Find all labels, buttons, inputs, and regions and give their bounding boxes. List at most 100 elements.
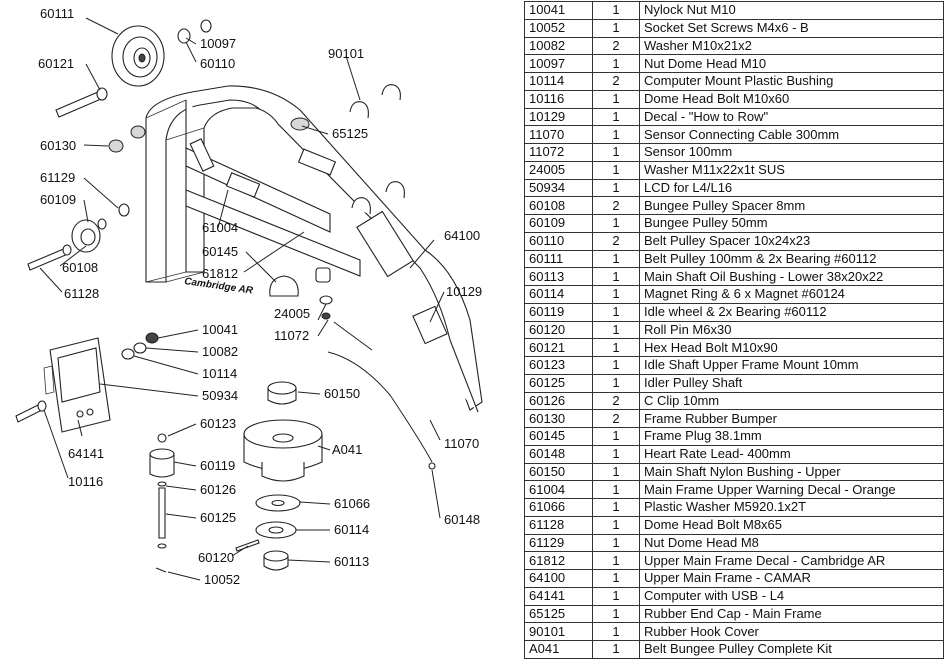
callout-60119: 60119 — [200, 458, 235, 473]
callout-60121: 60121 — [38, 56, 74, 71]
description-cell: LCD for L4/L16 — [639, 178, 944, 198]
quantity-cell: 1 — [592, 569, 640, 588]
callout-60120: 60120 — [198, 550, 234, 565]
callout-61129: 61129 — [40, 170, 75, 185]
callout-10097: 10097 — [200, 36, 236, 51]
callout-labels: 6011160121601306112960109601086112810097… — [38, 6, 482, 587]
callout-10114: 10114 — [202, 366, 237, 381]
part-number-cell: 64100 — [524, 569, 593, 588]
quantity-cell: 1 — [592, 18, 640, 38]
quantity-cell: 1 — [592, 89, 640, 109]
part-number-cell: 10097 — [524, 54, 593, 73]
description-cell: Nut Dome Head M8 — [639, 533, 944, 553]
part-number-cell: 10041 — [524, 1, 593, 20]
quantity-cell: 2 — [592, 409, 640, 428]
description-cell: Frame Plug 38.1mm — [639, 427, 944, 446]
description-cell: Washer M10x21x2 — [639, 36, 944, 56]
description-cell: Upper Main Frame Decal - Cambridge AR — [639, 551, 944, 570]
quantity-cell: 1 — [592, 604, 640, 624]
part-number-cell: 60126 — [524, 391, 593, 411]
description-cell: Frame Rubber Bumper — [639, 409, 944, 428]
quantity-cell: 1 — [592, 178, 640, 198]
quantity-cell: 2 — [592, 36, 640, 56]
description-cell: Rubber End Cap - Main Frame — [639, 604, 944, 624]
callout-50934: 50934 — [202, 388, 238, 403]
part-number-cell: 50934 — [524, 178, 593, 198]
description-cell: Dome Head Bolt M8x65 — [639, 515, 944, 535]
part-number-cell: A041 — [524, 640, 593, 659]
description-cell: Main Frame Upper Warning Decal - Orange — [639, 480, 944, 499]
sensor-cables — [327, 321, 436, 470]
callout-60110: 60110 — [200, 56, 235, 71]
quantity-cell: 1 — [592, 480, 640, 499]
callout-60130: 60130 — [40, 138, 76, 153]
description-cell: Idle wheel & 2x Bearing #60112 — [639, 302, 944, 322]
part-number-cell: 60114 — [524, 285, 593, 304]
callout-leaders — [39, 17, 445, 581]
description-cell: Sensor 100mm — [639, 143, 944, 162]
part-number-cell: 61129 — [524, 533, 593, 553]
quantity-cell: 1 — [592, 249, 640, 269]
quantity-cell: 1 — [592, 107, 640, 127]
part-number-cell: 60123 — [524, 356, 593, 375]
quantity-cell: 1 — [592, 320, 640, 340]
description-cell: Nylock Nut M10 — [639, 1, 944, 20]
part-number-cell: 60111 — [524, 249, 593, 269]
part-number-cell: 60120 — [524, 320, 593, 340]
part-number-cell: 10116 — [524, 89, 593, 109]
callout-11070: 11070 — [444, 436, 479, 451]
description-cell: Plastic Washer M5920.1x2T — [639, 498, 944, 517]
quantity-cell: 1 — [592, 338, 640, 357]
callout-60111: 60111 — [40, 6, 74, 21]
description-cell: Upper Main Frame - CAMAR — [639, 569, 944, 588]
part-number-cell: 60109 — [524, 214, 593, 233]
description-cell: Computer with USB - L4 — [639, 586, 944, 606]
callout-60113: 60113 — [334, 554, 369, 569]
part-number-cell: 11070 — [524, 125, 593, 144]
quantity-cell: 1 — [592, 498, 640, 517]
part-number-cell: 60119 — [524, 302, 593, 322]
description-cell: Dome Head Bolt M10x60 — [639, 89, 944, 109]
description-cell: Decal - "How to Row" — [639, 107, 944, 127]
callout-10129: 10129 — [446, 284, 482, 299]
callout-60125: 60125 — [200, 510, 236, 525]
part-number-cell: 10082 — [524, 36, 593, 56]
quantity-cell: 1 — [592, 462, 640, 482]
description-cell: Sensor Connecting Cable 300mm — [639, 125, 944, 144]
quantity-cell: 1 — [592, 586, 640, 606]
callout-60123: 60123 — [200, 416, 236, 431]
callout-11072: 11072 — [274, 328, 309, 343]
part-number-cell: 10052 — [524, 18, 593, 38]
quantity-cell: 1 — [592, 622, 640, 641]
quantity-cell: 1 — [592, 427, 640, 446]
computer-unit — [15, 332, 159, 433]
callout-61128: 61128 — [64, 286, 99, 301]
part-number-cell: 10114 — [524, 72, 593, 91]
quantity-cell: 1 — [592, 356, 640, 375]
callout-10041: 10041 — [202, 322, 238, 337]
part-number-cell: 61128 — [524, 515, 593, 535]
callout-61812: 61812 — [202, 266, 238, 281]
description-cell: Belt Pulley Spacer 10x24x23 — [639, 231, 944, 251]
